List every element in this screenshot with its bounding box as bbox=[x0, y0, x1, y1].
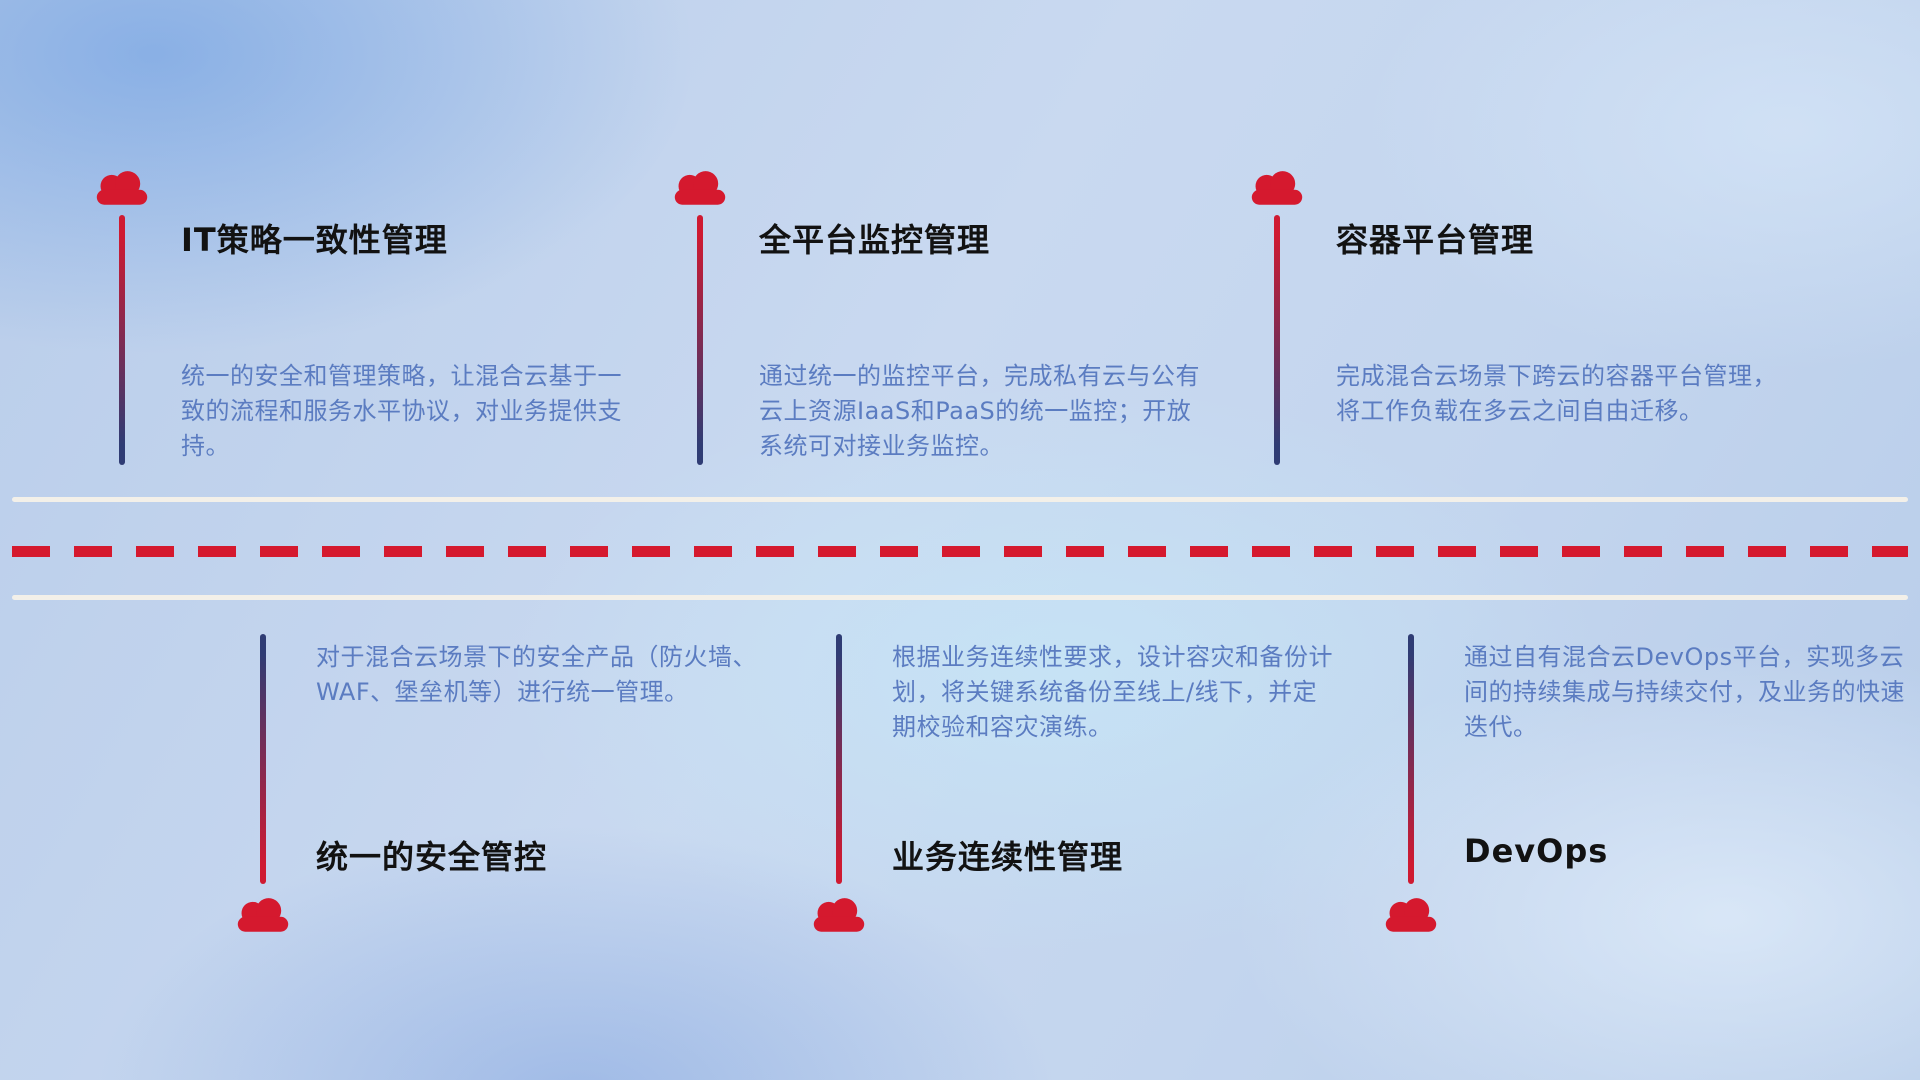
cloud-icon bbox=[1383, 892, 1439, 936]
item-description: 通过统一的监控平台，完成私有云与公有云上资源IaaS和PaaS的统一监控；开放系… bbox=[759, 362, 1200, 460]
cloud-icon bbox=[672, 165, 728, 209]
timeline-solid-line-top bbox=[12, 497, 1908, 502]
timeline-stem bbox=[697, 215, 703, 465]
item-description: 完成混合云场景下跨云的容器平台管理，将工作负载在多云之间自由迁移。 bbox=[1336, 362, 1777, 425]
item-description: 根据业务连续性要求，设计容灾和备份计划，将关键系统备份至线上/线下，并定期校验和… bbox=[892, 643, 1333, 741]
item-title: 统一的安全管控 bbox=[316, 838, 548, 876]
item-title: DevOps bbox=[1464, 832, 1609, 870]
item-description: 对于混合云场景下的安全产品（防火墙、WAF、堡垒机等）进行统一管理。 bbox=[316, 643, 757, 706]
item-description: 统一的安全和管理策略，让混合云基于一致的流程和服务水平协议，对业务提供支持。 bbox=[181, 362, 622, 460]
cloud-icon bbox=[235, 892, 291, 936]
item-title: IT策略一致性管理 bbox=[181, 221, 448, 259]
cloud-icon bbox=[1249, 165, 1305, 209]
item-title: 业务连续性管理 bbox=[892, 838, 1124, 876]
item-title: 容器平台管理 bbox=[1336, 221, 1535, 259]
item-description: 通过自有混合云DevOps平台，实现多云间的持续集成与持续交付，及业务的快速迭代… bbox=[1464, 643, 1905, 741]
timeline-stem bbox=[1274, 215, 1280, 465]
timeline-solid-line-bottom bbox=[12, 595, 1908, 600]
timeline-stem bbox=[119, 215, 125, 465]
item-title: 全平台监控管理 bbox=[759, 221, 991, 259]
cloud-icon bbox=[94, 165, 150, 209]
timeline-stem bbox=[836, 634, 842, 884]
timeline-stem bbox=[1408, 634, 1414, 884]
timeline-dashed-line bbox=[12, 546, 1908, 557]
cloud-icon bbox=[811, 892, 867, 936]
timeline-stem bbox=[260, 634, 266, 884]
